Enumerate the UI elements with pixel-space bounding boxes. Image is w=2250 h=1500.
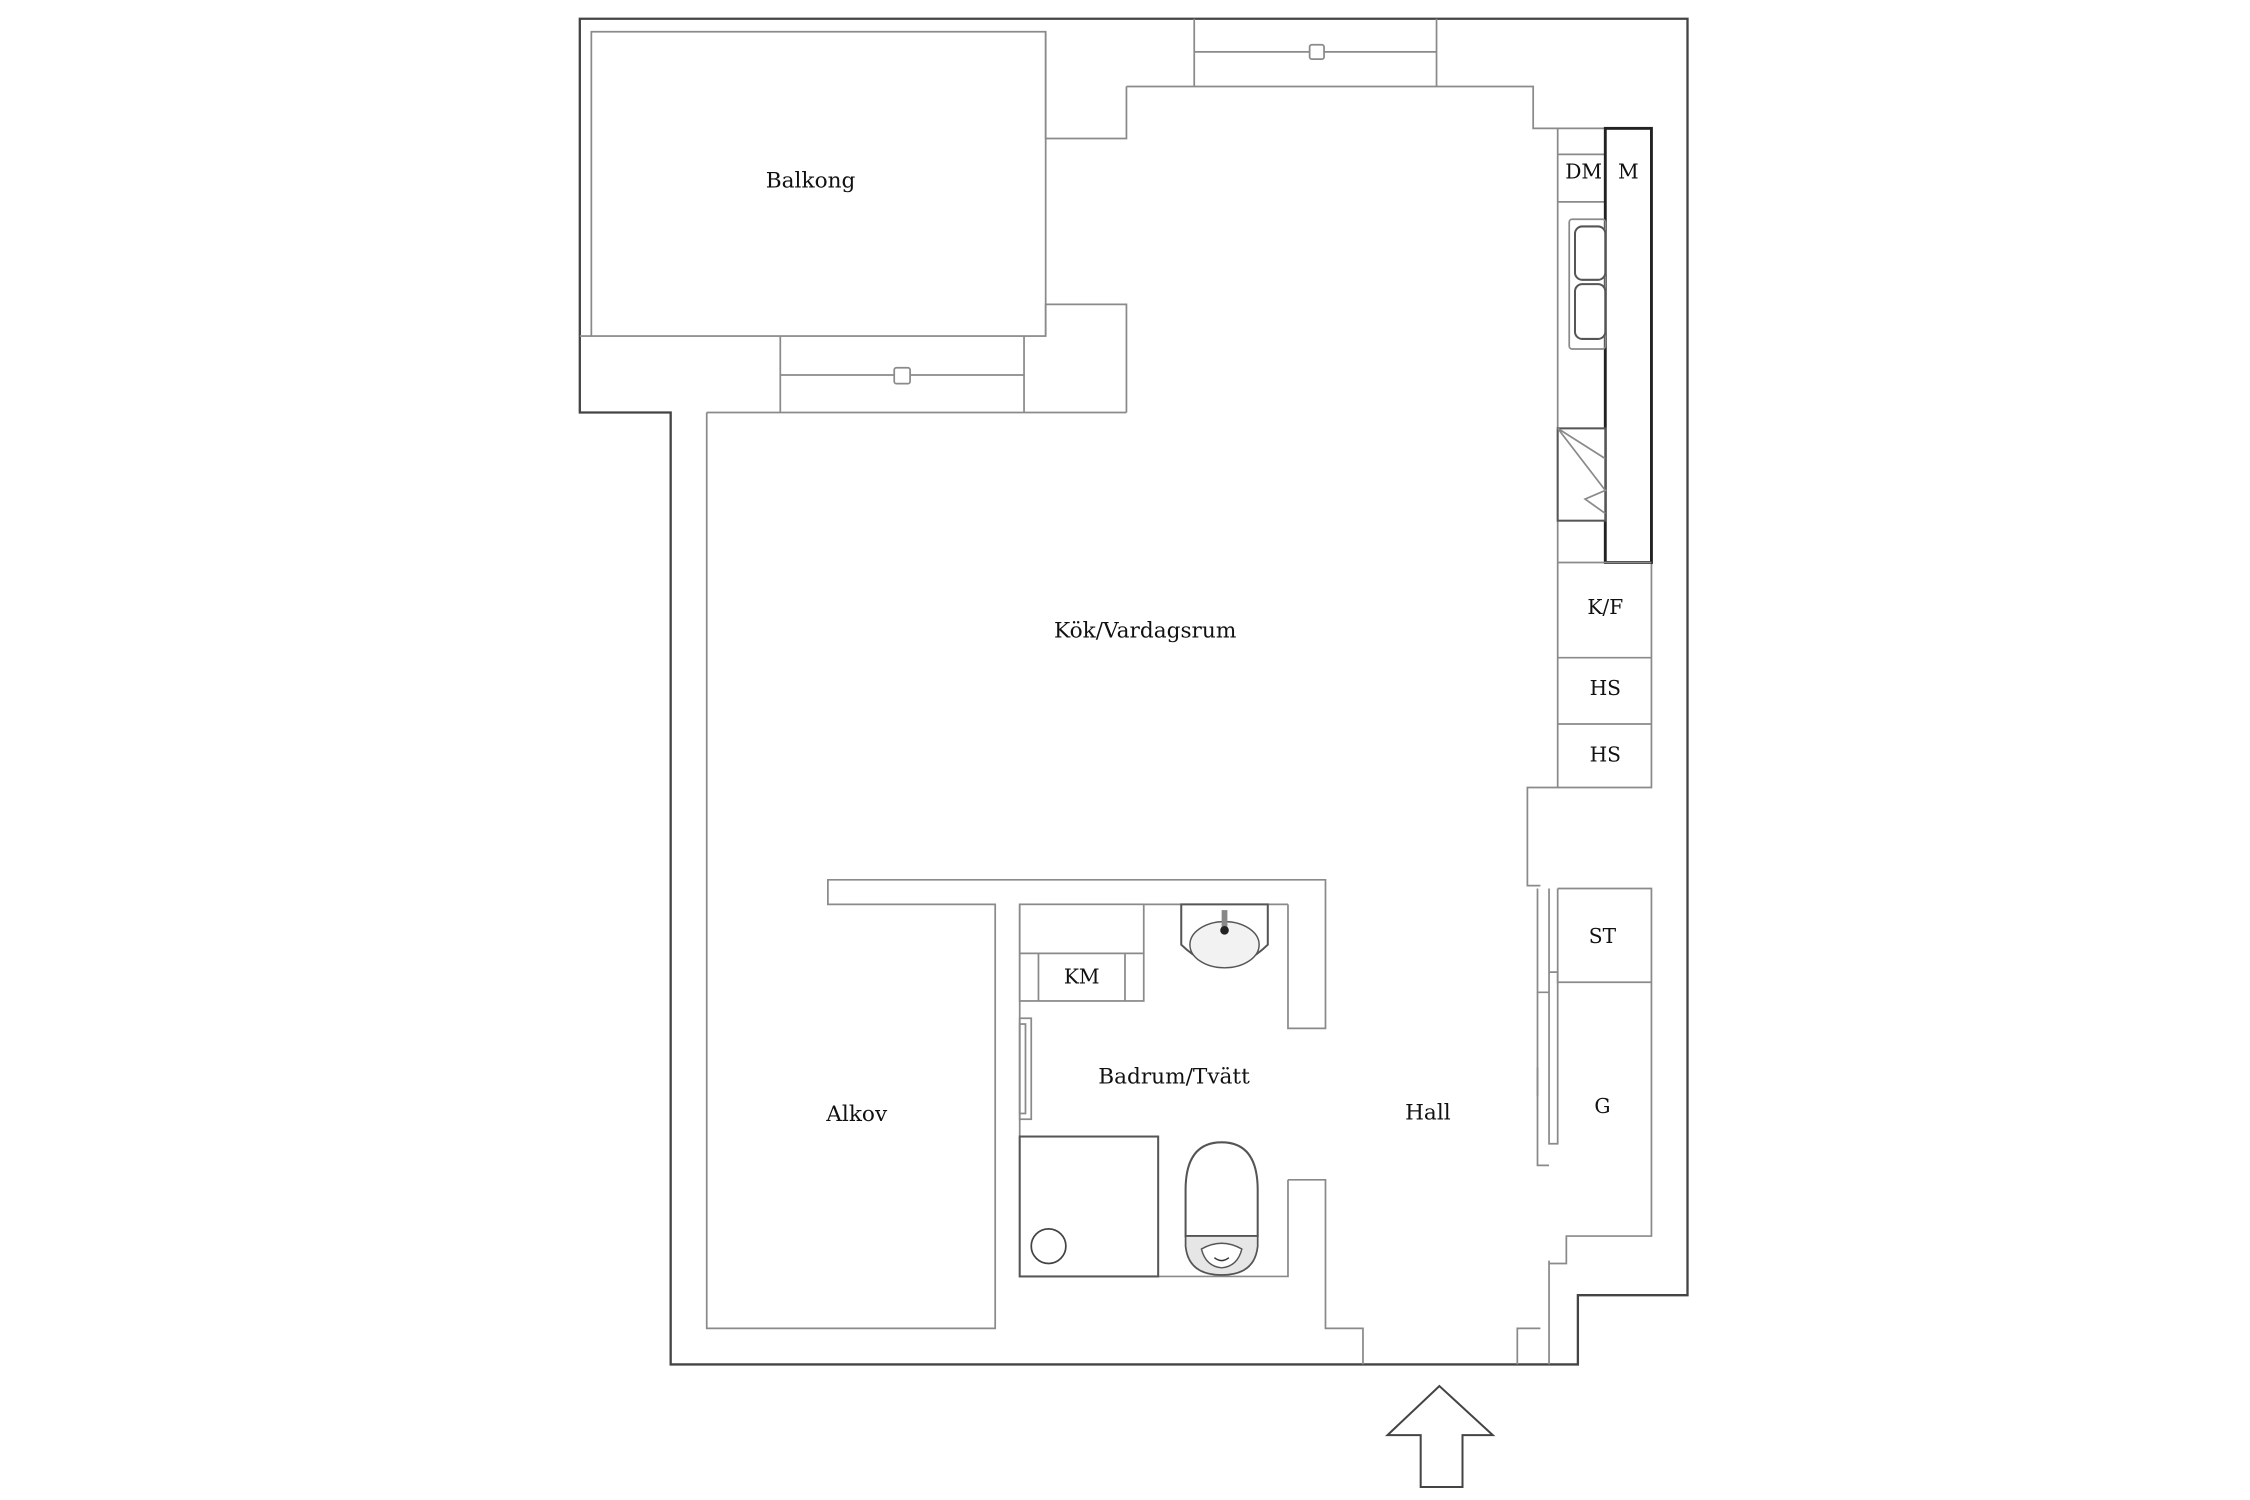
window-icon [779,336,1025,413]
kitchen-counter: DM M K/F HS HS [1556,126,1653,789]
fixture-label-km: KM [1064,964,1100,988]
fixture-label-hs-2: HS [1590,742,1621,766]
washbasin-icon [1180,903,1269,969]
window-icon [1193,18,1438,87]
fixture-label-m: M [1618,160,1639,184]
entrance-arrow-icon [1384,1384,1496,1489]
room-label-kok-vardagsrum: Kök/Vardagsrum [1054,619,1236,644]
fixture-label-dm: DM [1565,160,1602,184]
room-label-alkov: Alkov [825,1102,888,1127]
fixture-label-st: ST [1589,924,1617,948]
wardrobes: ST G [1536,887,1653,1365]
balcony [579,30,1128,413]
shower-icon [1018,1135,1160,1278]
room-label-hall: Hall [1405,1100,1451,1125]
outer-wall [578,17,1689,1366]
fixture-label-hs-1: HS [1590,676,1621,700]
fixture-label-kf: K/F [1587,595,1623,619]
bathroom: KM [1018,903,1289,1278]
stove-icon [1556,427,1607,522]
kitchen-sink-icon [1568,218,1607,350]
heater-icon [1018,1017,1033,1121]
fixture-label-g: G [1594,1094,1610,1118]
hall-walls [1287,1178,1541,1365]
room-label-balkong: Balkong [766,169,856,194]
room-label-badrum-tvatt: Badrum/Tvätt [1098,1064,1250,1089]
toilet-icon [1184,1141,1259,1276]
